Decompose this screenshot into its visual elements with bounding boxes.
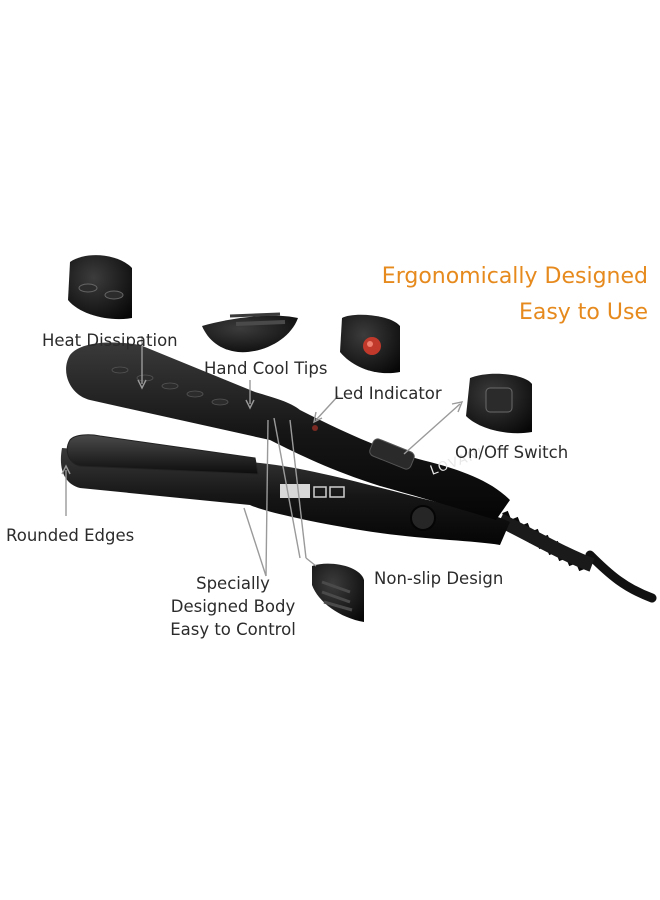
callout-specially-designed-body: Specially Designed Body Easy to Control	[168, 572, 298, 641]
temperature-dial	[410, 505, 436, 531]
callout-body-line1: Specially	[196, 574, 270, 593]
power-switch	[369, 438, 415, 470]
lower-plate	[66, 434, 259, 475]
headline: Ergonomically Designed Easy to Use	[382, 262, 648, 328]
detail-switch	[466, 373, 532, 434]
detail-cool-tips	[202, 312, 298, 353]
callout-on-off-switch: On/Off Switch	[455, 443, 569, 462]
led-dot	[312, 425, 318, 431]
callout-body-line2: Designed Body	[170, 597, 296, 616]
callout-rounded-edges: Rounded Edges	[6, 526, 135, 545]
detail-led	[340, 314, 400, 374]
callout-hand-cool-tips: Hand Cool Tips	[204, 359, 328, 378]
detail-heat-dissipation	[68, 255, 132, 320]
callout-non-slip-design: Non-slip Design	[374, 569, 504, 588]
headline-line1: Ergonomically Designed	[381, 264, 648, 289]
callout-pointers	[61, 336, 464, 577]
callout-heat-dissipation: Heat Dissipation	[42, 331, 178, 350]
headline-line2: Easy to Use	[518, 300, 648, 325]
callout-led-indicator: Led Indicator	[334, 384, 442, 403]
detail-non-slip	[312, 563, 364, 622]
heat-vents	[111, 366, 229, 406]
power-cord	[585, 550, 657, 603]
callout-body-line3: Easy to Control	[170, 620, 296, 639]
